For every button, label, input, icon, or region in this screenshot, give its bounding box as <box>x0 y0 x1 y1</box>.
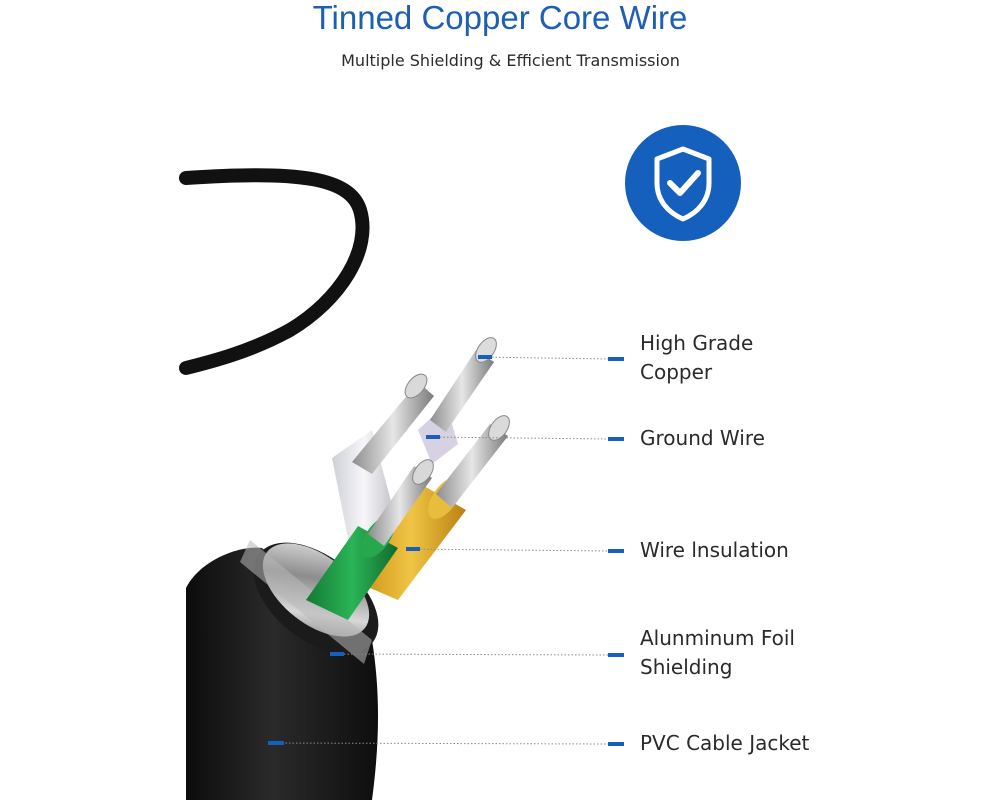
green-core <box>306 459 434 620</box>
label-wire-insulation: Wire lnsulation <box>640 538 789 562</box>
label-pvc-cable-jacket: PVC Cable Jacket <box>640 731 810 755</box>
shield-check-badge <box>625 125 741 241</box>
page-subtitle: Multiple Shielding & Efficient Transmiss… <box>341 51 680 70</box>
leader-pvc-jacket <box>267 741 624 746</box>
leader-ground-wire <box>425 435 624 441</box>
foil-shield-band <box>240 540 372 664</box>
leader-aluminum-foil <box>329 652 624 657</box>
leader-high-grade-copper <box>477 355 624 361</box>
label-ground-wire: Ground Wire <box>640 426 765 450</box>
yellow-core <box>356 415 510 600</box>
page-title: Tinned Copper Core Wire <box>312 0 688 36</box>
shield-check-icon <box>625 125 741 241</box>
label-aluminum-foil-shielding: Alunminum Foil Shielding <box>640 626 795 679</box>
cable-loop <box>179 168 370 375</box>
leader-wire-insulation <box>405 547 624 553</box>
label-high-grade-copper: High Grade Copper <box>640 331 754 384</box>
